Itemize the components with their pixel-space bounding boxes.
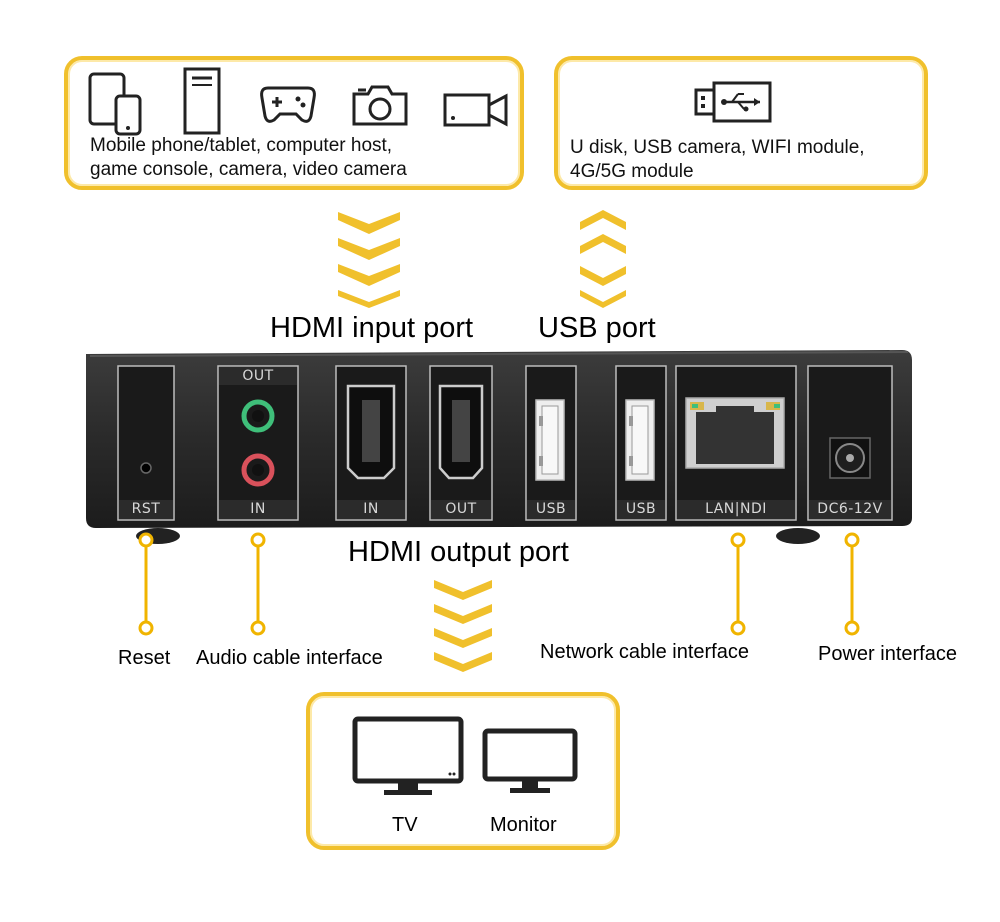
usb-port-heading: USB port — [538, 312, 656, 344]
audio-out-port-label: OUT — [242, 368, 274, 384]
hdmi-out-port-label: OUT — [445, 501, 477, 517]
reset-callout-label: Reset — [118, 647, 171, 669]
network-callout-label: Network cable interface — [540, 641, 749, 663]
power-callout-label: Power interface — [818, 643, 957, 665]
lan-port-label: LAN|NDI — [705, 501, 767, 517]
usb2-port-label: USB — [625, 501, 657, 517]
input-devices-caption-line2: game console, camera, video camera — [90, 159, 407, 180]
usb-devices-caption-line1: U disk, USB camera, WIFI module, — [570, 137, 865, 158]
tablet-phone-icon — [88, 72, 142, 136]
monitor-icon — [482, 728, 578, 793]
usb-devices-box: U disk, USB camera, WIFI module, 4G/5G m… — [554, 56, 928, 190]
usb-devices-caption-line2: 4G/5G module — [570, 161, 694, 182]
usb-disk-icon — [694, 81, 772, 123]
output-devices-box: TV Monitor — [306, 692, 620, 850]
camera-icon — [352, 85, 408, 126]
audio-in-port-label: IN — [250, 501, 266, 517]
hdmi-input-down-chevrons — [338, 212, 400, 308]
video-camera-icon — [443, 93, 508, 127]
usb-updown-chevrons — [580, 210, 626, 308]
hdmi-output-down-chevrons — [434, 580, 492, 672]
computer-host-icon — [183, 67, 221, 135]
dc-port-label: DC6-12V — [817, 501, 883, 517]
device-back-panel — [86, 350, 912, 544]
input-devices-box: Mobile phone/tablet, computer host, game… — [64, 56, 524, 190]
tv-label: TV — [392, 814, 418, 836]
hdmi-output-heading: HDMI output port — [348, 536, 569, 568]
input-devices-caption-line1: Mobile phone/tablet, computer host, — [90, 135, 393, 156]
rst-port-label: RST — [131, 501, 161, 517]
usb1-port-label: USB — [535, 501, 567, 517]
tv-icon — [352, 716, 464, 795]
monitor-label: Monitor — [490, 814, 557, 836]
hdmi-in-port-label: IN — [363, 501, 379, 517]
audio-callout-label: Audio cable interface — [196, 647, 383, 669]
gamepad-icon — [260, 86, 316, 123]
hdmi-input-heading: HDMI input port — [270, 312, 474, 344]
